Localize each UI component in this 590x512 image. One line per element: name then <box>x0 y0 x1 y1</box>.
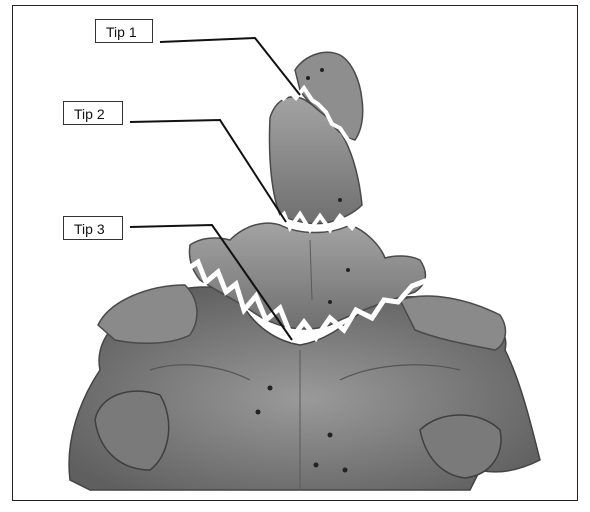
tip-1-label: Tip 1 <box>95 19 153 43</box>
tip-2-label: Tip 2 <box>63 101 123 125</box>
leader-line-2 <box>130 120 286 222</box>
leader-line-1 <box>160 38 300 95</box>
left-lateral-mass <box>98 285 197 343</box>
tip-3-label: Tip 3 <box>63 216 123 240</box>
